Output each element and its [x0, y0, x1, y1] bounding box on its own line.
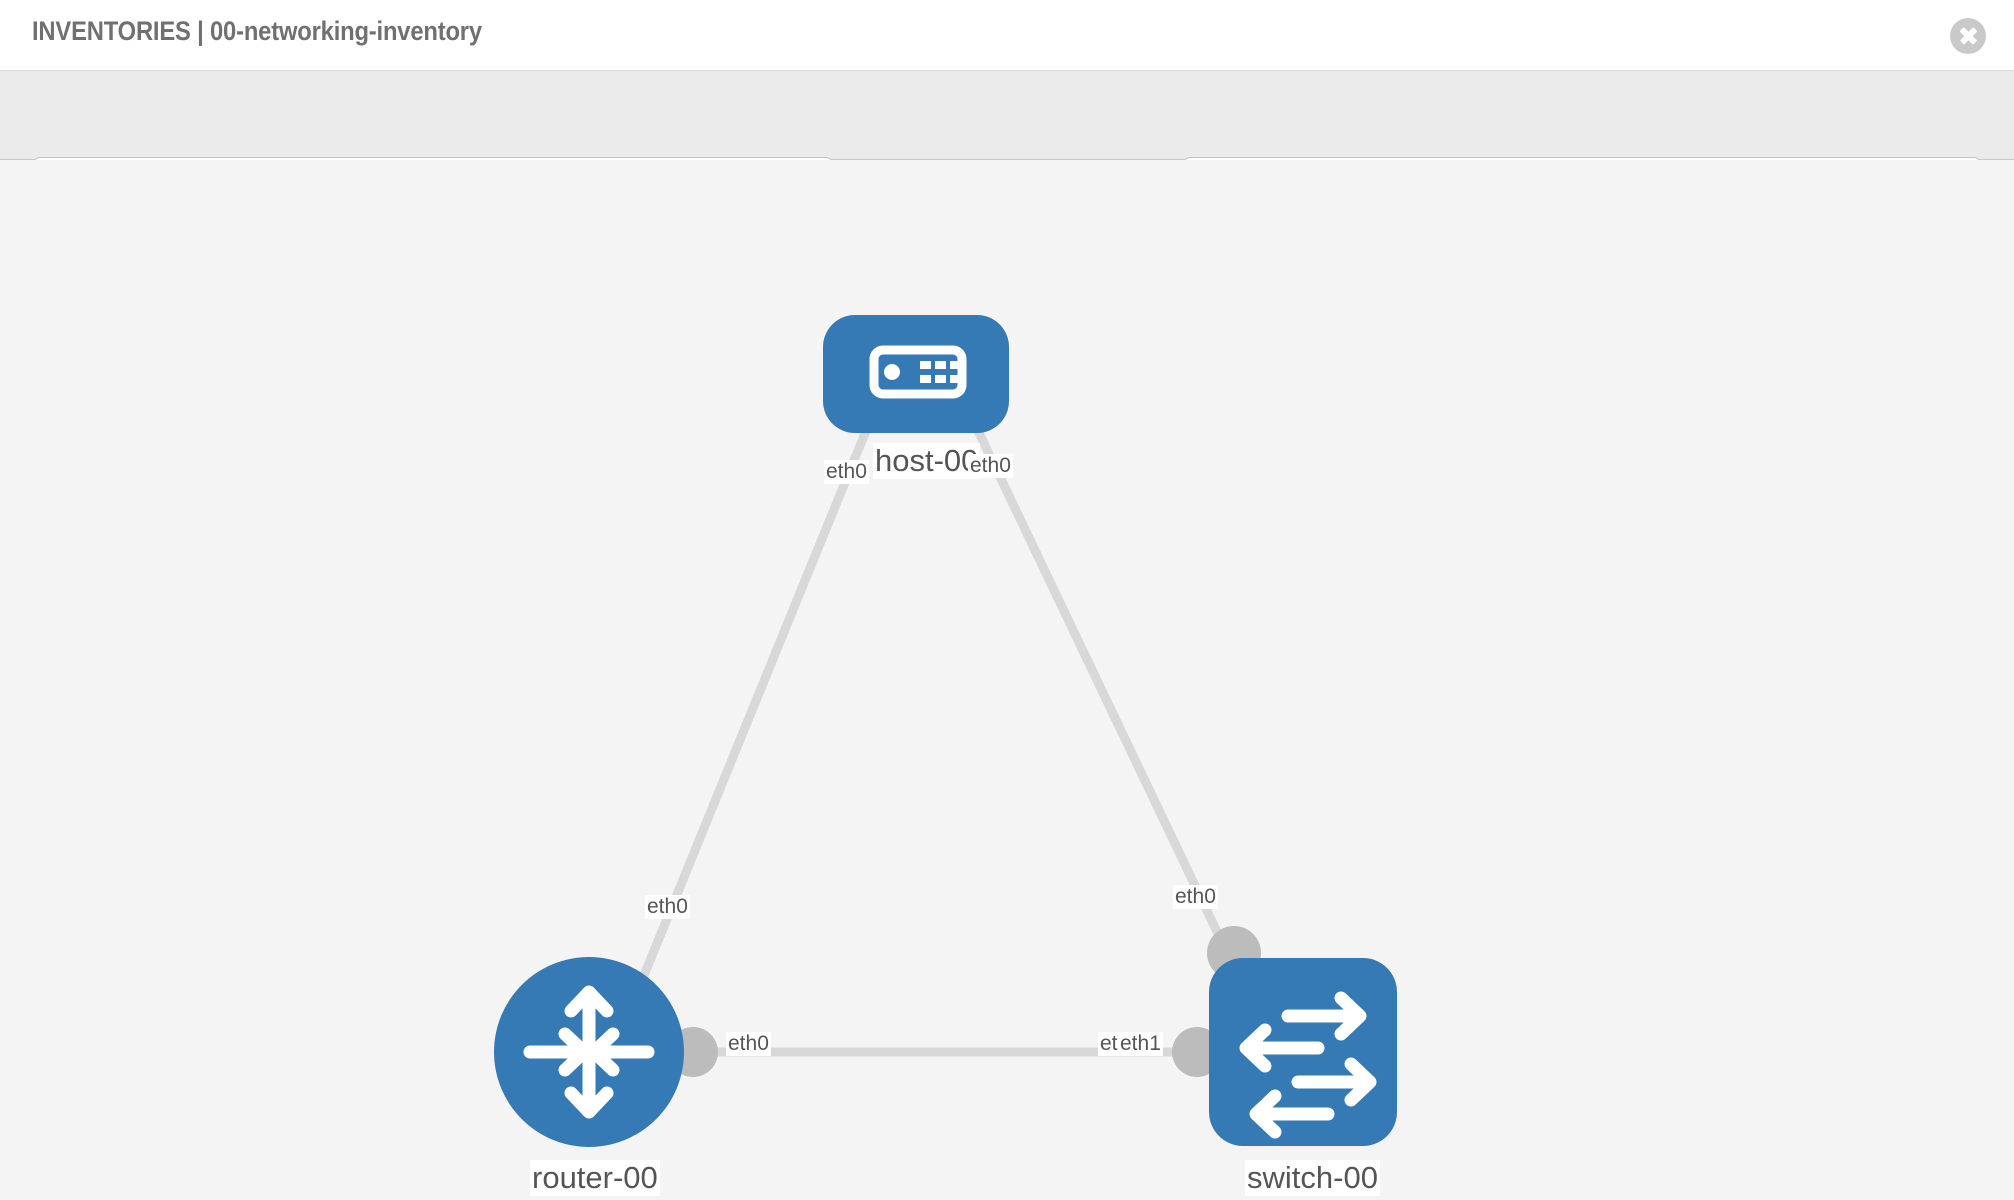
page-header: INVENTORIES | 00-networking-inventory	[0, 0, 2014, 70]
router-icon	[523, 985, 655, 1119]
iface-label-switch-up: eth0	[1173, 885, 1218, 910]
close-icon[interactable]	[1950, 18, 1986, 54]
server-icon	[869, 345, 967, 399]
topology-canvas[interactable]: host-00 router-00 switch-00 eth0 eth0 et…	[0, 160, 2014, 1200]
node-switch-00	[1209, 958, 1397, 1146]
node-router-00	[494, 957, 684, 1147]
page-title: INVENTORIES | 00-networking-inventory	[32, 16, 482, 46]
iface-label-router-up: eth0	[645, 895, 690, 920]
toolbar: ACTIONS SEARCH	[0, 70, 2014, 215]
node-host-00	[823, 315, 1009, 433]
iface-label-host-right: eth0	[968, 454, 1013, 479]
iface-label-host-left: eth0	[824, 460, 869, 485]
node-label-switch-00: switch-00	[1245, 1160, 1380, 1196]
iface-label-router-right: eth0	[726, 1032, 771, 1057]
node-label-router-00: router-00	[530, 1160, 660, 1196]
iface-label-switch-left: eth1	[1118, 1032, 1163, 1057]
switch-icon	[1239, 991, 1377, 1139]
server-icon-vents	[920, 361, 958, 383]
topology-graph	[494, 315, 1397, 1147]
server-icon-led	[884, 364, 900, 380]
node-label-host-00: host-00	[873, 443, 981, 479]
